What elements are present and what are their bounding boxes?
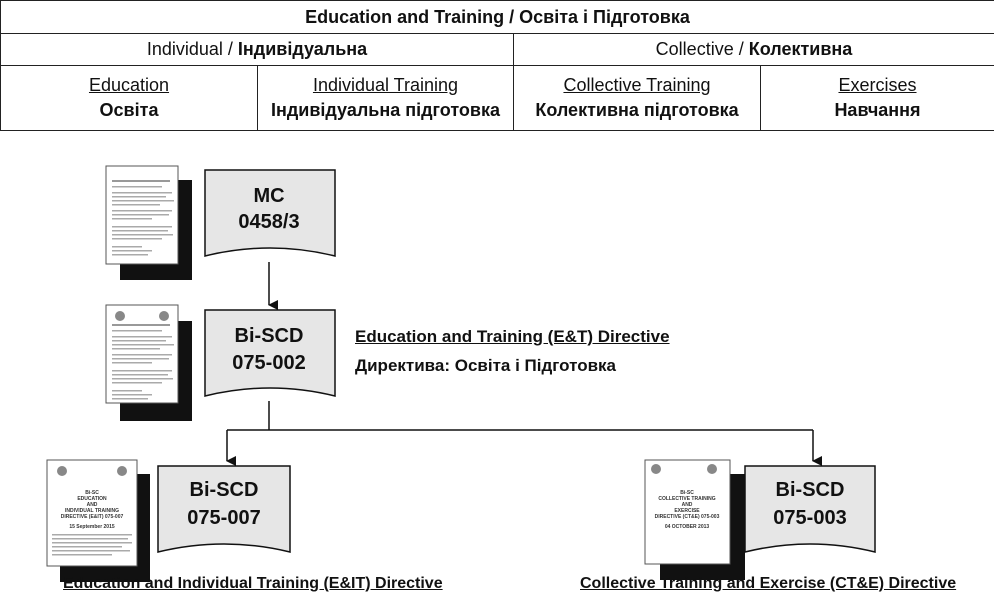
cte-cover-line: Bi-SC — [680, 490, 694, 496]
cte-line1: Bi-SCD — [776, 479, 845, 501]
eit-line2: 075-007 — [187, 507, 260, 529]
eit-cover-line: INDIVIDUAL TRAINING — [65, 508, 119, 514]
column-uk: Індивідуальна підготовка — [270, 100, 500, 120]
individual-header: Individual / Індивідуальна — [0, 33, 514, 66]
cte-directive-caption: Collective Training and Exercise (CT&E) … — [580, 575, 957, 592]
column-collective-training: Collective Training Колективна підготовк… — [513, 65, 761, 131]
collective-uk: Колективна — [748, 39, 853, 59]
individual-en: Individual / — [146, 39, 238, 59]
eit-cover-line: 15 September 2015 — [69, 524, 115, 530]
column-individual-training: Individual Training Індивідуальна підгот… — [257, 65, 514, 131]
collective-en: Collective / — [655, 39, 749, 59]
mc-document-shape: MC 0458/3 — [204, 169, 336, 257]
mc-document-thumbnail — [105, 165, 192, 280]
cte-cover-line: AND — [682, 502, 693, 508]
cte-line2: 075-003 — [773, 507, 846, 529]
edt-line1: Bi-SCD — [235, 325, 304, 347]
column-en: Collective Training — [563, 75, 711, 95]
column-education: Education Освіта — [0, 65, 258, 131]
cte-document-shape: Bi-SCD 075-003 — [744, 465, 876, 553]
mc-line1: MC — [253, 185, 284, 207]
education-training-table: Education and Training / Освіта і Підгот… — [0, 0, 994, 131]
column-exercises: Exercises Навчання — [760, 65, 994, 131]
eit-cover-line: AND — [87, 502, 98, 508]
collective-header: Collective / Колективна — [513, 33, 994, 66]
cte-document-thumbnail: Bi-SC COLLECTIVE TRAINING AND EXERCISE D… — [644, 459, 745, 580]
column-en: Education — [88, 75, 170, 95]
cte-cover-line: COLLECTIVE TRAINING — [658, 496, 715, 502]
edt-line2: 075-002 — [232, 352, 305, 374]
eit-document-shape: Bi-SCD 075-007 — [157, 465, 291, 553]
column-uk: Навчання — [834, 100, 921, 120]
column-uk: Колективна підготовка — [535, 100, 739, 120]
cte-cover-line: EXERCISE — [674, 508, 700, 514]
column-en: Exercises — [838, 75, 917, 95]
cte-cover-line: 04 OCTOBER 2013 — [665, 524, 710, 530]
column-en: Individual Training — [312, 75, 459, 95]
eit-cover-line: Bi-SC — [85, 490, 99, 496]
edt-directive-subtitle: Директива: Освіта і Підготовка — [355, 356, 617, 375]
eit-document-thumbnail: Bi-SC EDUCATION AND INDIVIDUAL TRAINING … — [46, 459, 150, 582]
edt-directive-title: Education and Training (E&T) Directive — [355, 327, 670, 346]
eit-cover-line: DIRECTIVE (E&IT) 075-007 — [61, 514, 124, 520]
cte-cover-line: DIRECTIVE (CT&E) 075-003 — [655, 514, 720, 520]
eit-line1: Bi-SCD — [190, 479, 259, 501]
column-uk: Освіта — [99, 100, 159, 120]
individual-uk: Індивідуальна — [237, 39, 368, 59]
eit-cover-line: EDUCATION — [77, 496, 107, 502]
edt-document-thumbnail — [105, 304, 192, 421]
table-title: Education and Training / Освіта і Підгот… — [0, 0, 994, 34]
eit-directive-caption: Education and Individual Training (E&IT)… — [63, 575, 443, 592]
edt-document-shape: Bi-SCD 075-002 — [204, 309, 336, 397]
mc-line2: 0458/3 — [238, 211, 299, 233]
